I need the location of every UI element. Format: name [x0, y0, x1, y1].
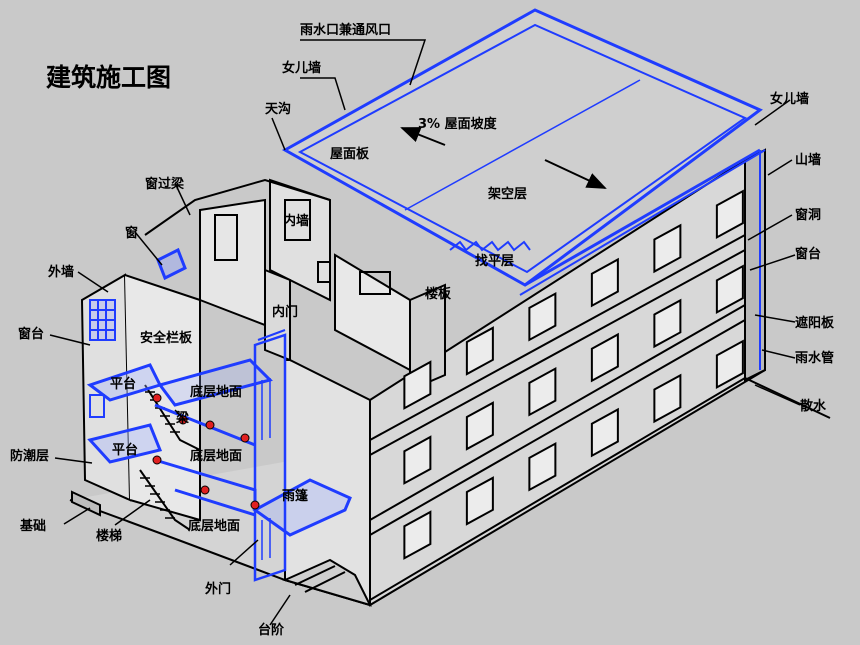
facade-window — [403, 435, 432, 485]
roof-slab-inner — [297, 23, 748, 274]
label-overhead-layer: 架空层 — [487, 186, 527, 202]
label-gable-wall: 山墙 — [795, 152, 821, 168]
facade-window — [590, 257, 619, 308]
facade-window — [653, 298, 682, 349]
label-floor-beam-middle: 底层地面 — [190, 448, 242, 464]
label-roof-slope: 3% 屋面坡度 — [418, 116, 498, 132]
label-gutter: 天沟 — [265, 101, 291, 117]
inner-window — [359, 271, 391, 295]
door-panel-lines — [261, 378, 271, 560]
floor-band — [369, 304, 746, 521]
floor-band — [369, 234, 746, 441]
label-lintel: 窗过梁 — [145, 176, 185, 192]
facade-window — [653, 223, 682, 274]
label-rain-outlet: 雨水口兼通风口 — [300, 22, 391, 38]
label-outer-door: 外门 — [204, 581, 231, 597]
label-canopy: 雨篷 — [282, 488, 309, 504]
label-foundation: 基础 — [19, 518, 46, 534]
inner-window — [214, 214, 238, 261]
facade-window — [715, 189, 744, 240]
floor-beam-upper — [154, 403, 256, 447]
gutter-edge — [524, 148, 761, 287]
label-beam: 梁 — [175, 410, 190, 426]
stair-flight — [144, 384, 201, 451]
label-window: 窗 — [125, 225, 138, 241]
highlighted-elements — [86, 8, 766, 582]
label-apron: 散水 — [800, 398, 827, 414]
facade-window — [715, 264, 744, 315]
facade-window — [403, 360, 432, 410]
facade-window — [465, 476, 494, 526]
roof-slab-outline — [281, 8, 763, 287]
label-damp-proof: 防潮层 — [10, 448, 49, 464]
facade-window — [528, 291, 557, 342]
interior-wall — [409, 283, 446, 392]
label-sunshade: 遮阳板 — [795, 315, 835, 331]
label-leveling-layer: 找平层 — [475, 253, 514, 269]
inner-door-frame — [257, 329, 286, 341]
floor-beam-lower — [174, 488, 256, 517]
gable-wall-face — [744, 148, 766, 382]
label-downpipe: 雨水管 — [795, 350, 834, 366]
foundation-block — [71, 490, 101, 517]
facade-window — [653, 373, 682, 424]
left-window-grid — [89, 299, 116, 418]
floor-band — [369, 249, 746, 456]
label-steps: 台阶 — [258, 622, 285, 638]
inner-window — [284, 199, 311, 241]
interior-wall — [199, 198, 266, 327]
beam-joints — [152, 393, 260, 510]
platform-lower — [87, 423, 163, 464]
facade-window — [465, 326, 494, 376]
label-parapet-right: 女儿墙 — [770, 91, 809, 107]
facade-windows — [403, 189, 744, 560]
label-platform-upper: 平台 — [110, 376, 136, 392]
slope-arrow-left — [400, 127, 446, 146]
apron-line — [369, 376, 831, 601]
floor-band — [369, 319, 746, 536]
facade-window — [465, 401, 494, 451]
step-lines — [294, 565, 346, 593]
label-windowsill-right: 窗台 — [795, 246, 821, 262]
gutter-edge — [519, 149, 766, 296]
roof-ridge-line — [404, 79, 641, 211]
facade-window — [528, 441, 557, 492]
label-parapet-left: 女儿墙 — [282, 60, 321, 76]
label-window-opening: 窗洞 — [795, 207, 821, 223]
leader-lines — [49, 39, 801, 626]
facade-window — [590, 332, 619, 383]
label-inner-wall: 内墙 — [283, 213, 309, 229]
label-floor-slab: 楼板 — [425, 286, 452, 302]
label-windowsill-left: 窗台 — [18, 326, 44, 342]
label-stair: 楼梯 — [96, 528, 122, 544]
facade-window — [590, 407, 619, 458]
overhead-layer-zigzag — [449, 240, 531, 252]
label-safety-rail: 安全栏板 — [140, 330, 193, 346]
label-roof-slab: 屋面板 — [330, 146, 370, 162]
facade-window — [715, 339, 744, 390]
entry-steps — [282, 558, 372, 607]
inner-door-panel — [317, 261, 331, 283]
facade-window — [528, 366, 557, 417]
page-title: 建筑施工图 — [46, 63, 172, 92]
window-lintel — [156, 247, 187, 281]
label-platform-lower: 平台 — [112, 442, 138, 458]
label-inner-door: 内门 — [272, 304, 298, 320]
building-body — [69, 148, 831, 607]
interior-wall — [144, 178, 331, 236]
labels: 雨水口兼通风口 女儿墙 天沟 3% 屋面坡度 屋面板 架空层 女儿墙 山墙 窗洞… — [10, 22, 835, 638]
slope-arrow-right — [544, 159, 607, 189]
label-floor-beam-upper: 底层地面 — [190, 384, 242, 400]
label-floor-beam-lower: 底层地面 — [188, 518, 240, 534]
facade-window — [403, 510, 432, 560]
label-outer-wall: 外墙 — [47, 264, 74, 280]
